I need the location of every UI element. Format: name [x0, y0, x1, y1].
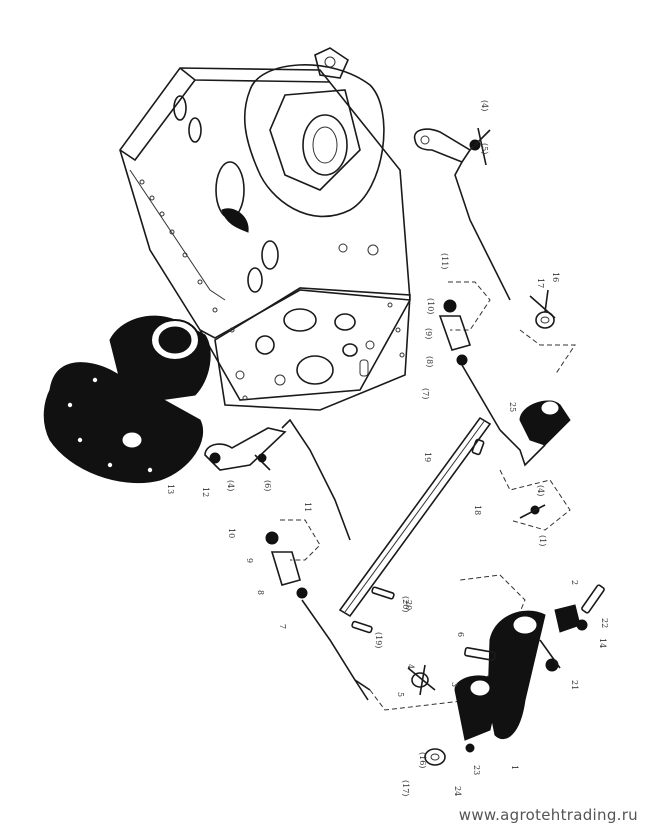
- label-2: 2: [570, 580, 579, 585]
- label-20-paren: (20): [401, 596, 410, 612]
- label-9-left: 9: [245, 558, 254, 563]
- label-20: 20: [404, 600, 413, 610]
- part-labels: (4) (5) (11) 16 17 (10) (9) (8) (7) 25 1…: [166, 100, 609, 796]
- left-linkage: [204, 418, 526, 711]
- label-23: 23: [472, 765, 481, 775]
- label-13: 13: [166, 484, 175, 494]
- label-1-lower: 1: [510, 765, 519, 770]
- label-11-left: 11: [303, 502, 312, 512]
- label-14: 14: [598, 638, 607, 648]
- label-4-lower: 4: [406, 664, 415, 669]
- label-5-lower: 5: [396, 692, 405, 697]
- label-8-left: 8: [256, 590, 265, 595]
- label-4-left: (4): [226, 480, 235, 491]
- label-19: 19: [423, 452, 432, 462]
- label-18: 18: [473, 505, 482, 515]
- bell-housing-part-13: [43, 315, 211, 484]
- label-16-right: 16: [551, 272, 560, 282]
- label-7-right: (7): [421, 388, 430, 399]
- label-3-lower: 3: [450, 682, 459, 687]
- label-5-top: (5): [480, 143, 489, 154]
- label-7-left: 7: [278, 624, 287, 629]
- label-16-lower: (16): [418, 752, 427, 768]
- label-12: 12: [201, 487, 210, 497]
- label-17-lower: (17): [401, 780, 410, 796]
- upper-linkage: [338, 127, 576, 618]
- label-19-paren: (19): [374, 632, 383, 648]
- label-6-lower: 6: [456, 632, 465, 637]
- label-25: 25: [508, 402, 517, 412]
- label-24: 24: [453, 786, 462, 796]
- label-17-right: 17: [536, 278, 545, 288]
- label-10-left: 10: [227, 528, 236, 538]
- label-9-right: (9): [424, 328, 433, 339]
- label-6-left: (6): [263, 480, 272, 491]
- label-22: 22: [600, 618, 609, 628]
- gearbox-housing: [119, 47, 411, 411]
- lower-cluster: [407, 584, 605, 766]
- label-4-top: (4): [480, 100, 489, 111]
- website-watermark: www.agrotehtrading.ru: [458, 806, 638, 824]
- label-21: 21: [570, 680, 579, 690]
- label-4-mid-right: (4): [536, 485, 545, 496]
- label-11-right: (11): [440, 253, 449, 269]
- label-8-right: (8): [425, 356, 434, 367]
- label-10-right: (10): [426, 298, 435, 314]
- label-1-mid-right: (1): [538, 535, 547, 546]
